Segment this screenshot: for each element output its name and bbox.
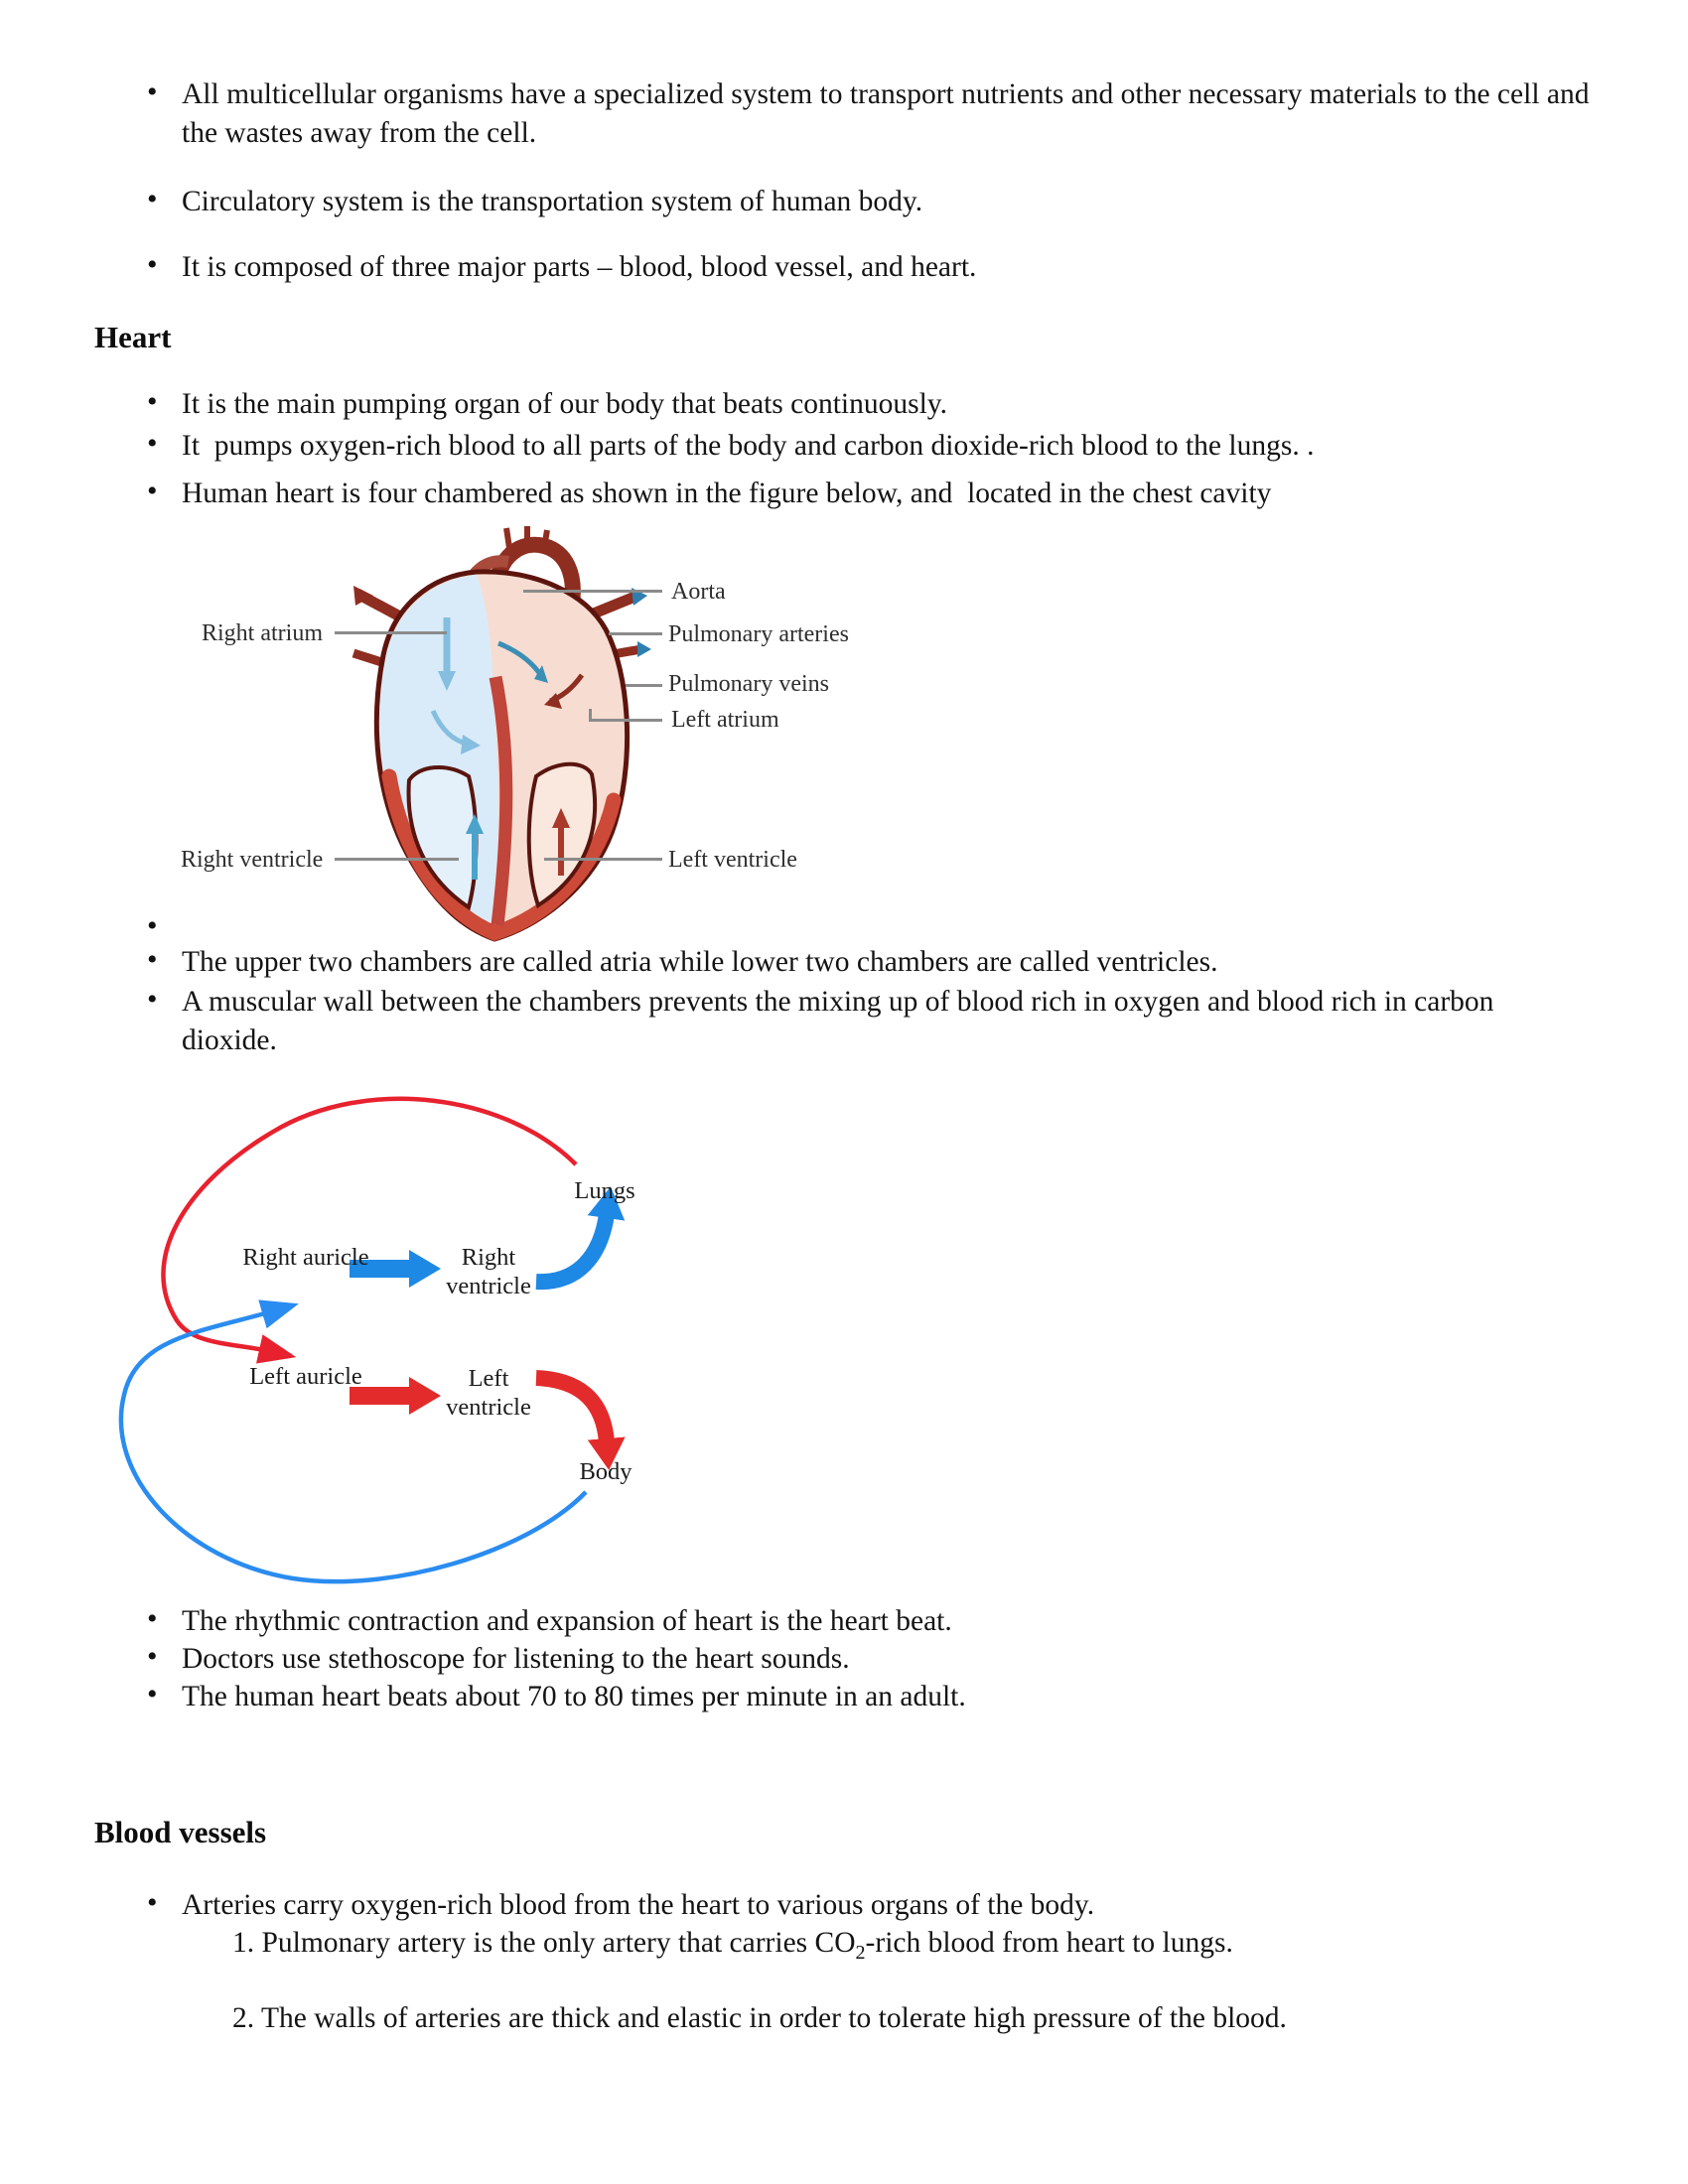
blood-flow-arrow bbox=[461, 735, 481, 754]
label-pulmonary-arteries: Pulmonary arteries bbox=[668, 621, 849, 647]
numbered-text: 1. Pulmonary artery is the only artery t… bbox=[232, 1927, 856, 1959]
blood-flow-arrow bbox=[552, 808, 570, 828]
label-pulmonary-veins: Pulmonary veins bbox=[668, 671, 829, 697]
left-ventricle-to-body-arrow bbox=[535, 1370, 626, 1470]
blood-flow-arrow bbox=[534, 665, 548, 683]
heading-heart: Heart bbox=[94, 320, 172, 354]
node-body: Body bbox=[579, 1458, 633, 1485]
aorta-branch bbox=[541, 529, 550, 549]
node-right-ventricle: Right ventricle bbox=[446, 1244, 531, 1299]
label-aorta: Aorta bbox=[671, 579, 726, 605]
right-ventricle-to-lungs-arrow bbox=[535, 1186, 626, 1291]
bullet-pumping-organ: It is the main pumping organ of our body… bbox=[147, 383, 1592, 424]
bullet-muscular-wall: A muscular wall between the chambers pre… bbox=[147, 981, 1592, 1059]
leader-pulmonary-arteries bbox=[609, 632, 662, 635]
aorta-branch bbox=[503, 527, 512, 549]
bullet-circulatory-system: Circulatory system is the transportation… bbox=[147, 181, 1592, 221]
numbered-text: -rich blood from heart to lungs. bbox=[865, 1927, 1233, 1959]
numbered-artery-walls: 2. The walls of arteries are thick and e… bbox=[232, 1999, 1563, 2038]
node-left-ventricle: Left ventricle bbox=[446, 1365, 531, 1421]
flow-diagram-arrows bbox=[89, 1087, 665, 1593]
label-left-atrium: Left atrium bbox=[671, 707, 779, 733]
myocardium-rim bbox=[381, 768, 622, 941]
leader-pulmonary-veins bbox=[626, 684, 662, 687]
blood-flow-arrow bbox=[466, 814, 484, 834]
heading-blood-vessels: Blood vessels bbox=[94, 1815, 267, 1849]
heart-illustration bbox=[348, 526, 651, 943]
vessel-arrow bbox=[637, 641, 651, 657]
label-right-ventricle: Right ventricle bbox=[181, 847, 324, 873]
leader-left-ventricle bbox=[544, 858, 662, 861]
label-right-atrium: Right atrium bbox=[202, 620, 323, 646]
leader-right-ventricle bbox=[335, 858, 459, 861]
co2-subscript: 2 bbox=[855, 1941, 866, 1964]
bullet-heart-beat: The rhythmic contraction and expansion o… bbox=[147, 1600, 1592, 1641]
label-left-ventricle: Left ventricle bbox=[668, 847, 797, 873]
node-left-auricle: Left auricle bbox=[249, 1363, 362, 1390]
bullet-arteries: Arteries carry oxygen-rich blood from th… bbox=[147, 1884, 1592, 1925]
node-lungs: Lungs bbox=[574, 1177, 635, 1204]
leader-left-atrium bbox=[589, 719, 662, 722]
blood-flow-arrow bbox=[438, 671, 456, 691]
right-ventricle-cavity bbox=[406, 764, 479, 911]
bullet-three-parts: It is composed of three major parts – bl… bbox=[147, 246, 1592, 287]
leader-aorta bbox=[523, 590, 662, 593]
bullet-chambers: The upper two chambers are called atria … bbox=[147, 941, 1592, 982]
bullet-beats-per-minute: The human heart beats about 70 to 80 tim… bbox=[147, 1676, 1592, 1716]
heart-anatomy-figure: Aorta Pulmonary arteries Pulmonary veins… bbox=[0, 526, 894, 953]
vessel-arrow bbox=[353, 586, 373, 606]
bullet-four-chambered: Human heart is four chambered as shown i… bbox=[147, 473, 1592, 513]
node-right-auricle: Right auricle bbox=[242, 1244, 369, 1271]
leader-left-atrium-stub bbox=[589, 709, 592, 722]
bullet-multicellular: All multicellular organisms have a speci… bbox=[147, 73, 1592, 152]
blood-flow-arrow bbox=[544, 693, 562, 709]
leader-right-atrium bbox=[335, 631, 447, 634]
body-to-right-auricle-arc bbox=[118, 1299, 588, 1584]
bullet-pumps-oxygen: It pumps oxygen-rich blood to all parts … bbox=[147, 425, 1592, 466]
circulation-flow-figure: Right auricle Right ventricle Left auric… bbox=[0, 1087, 755, 1603]
bullet-stethoscope: Doctors use stethoscope for listening to… bbox=[147, 1638, 1592, 1679]
numbered-text: 2. The walls of arteries are thick and e… bbox=[232, 2002, 1287, 2034]
numbered-pulmonary-artery: 1. Pulmonary artery is the only artery t… bbox=[232, 1924, 1563, 1972]
lungs-to-left-auricle-arc bbox=[161, 1096, 578, 1364]
septum-shape bbox=[489, 675, 513, 926]
